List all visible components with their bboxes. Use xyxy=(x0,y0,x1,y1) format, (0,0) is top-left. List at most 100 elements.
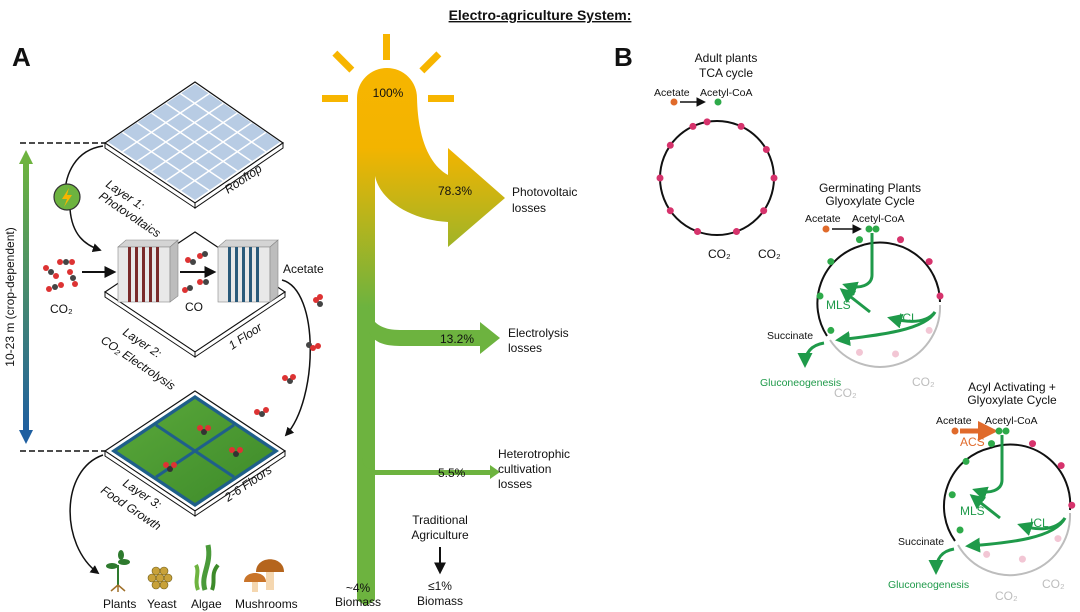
cycle2-mls: MLS xyxy=(826,298,851,312)
cycle3-icl: ICL xyxy=(1030,516,1049,530)
cycle1-title-2: TCA cycle xyxy=(699,66,753,80)
traditional-output-label: Biomass xyxy=(417,594,463,608)
metabolite-node xyxy=(762,146,770,153)
harvest-arrow xyxy=(69,454,104,575)
metabolite-node xyxy=(925,258,933,266)
biomass-arrowhead xyxy=(357,600,375,606)
output-percent: ~4% xyxy=(346,581,371,595)
metabolite-node xyxy=(1068,501,1076,509)
panel-a-label: A xyxy=(12,42,31,72)
food-growth-layer xyxy=(103,390,287,517)
metabolite-node xyxy=(1029,440,1037,448)
cycle3-succinate: Succinate xyxy=(898,536,944,548)
metabolite-node xyxy=(827,258,835,266)
metabolite-node xyxy=(816,292,824,300)
acetate-molecules-icon xyxy=(254,294,323,417)
metabolite-node xyxy=(948,491,956,499)
figure-title: Electro-agriculture System: xyxy=(449,7,632,23)
cycle2-co2-a: CO₂ xyxy=(834,386,857,400)
cycle2-title-1: Germinating Plants xyxy=(819,181,921,195)
metabolite-node xyxy=(737,122,745,130)
cycle2-acetyl-coa: Acetyl-CoA xyxy=(852,213,905,225)
solar-panel-layer xyxy=(103,81,285,209)
panel-grid-line xyxy=(180,131,267,191)
cultivation-loss-flow xyxy=(362,458,500,479)
electrolysis-loss-label-2: losses xyxy=(508,341,542,355)
cycle3-co2-a: CO₂ xyxy=(995,589,1018,603)
cycle2-icl: ICL xyxy=(899,311,918,325)
yeast-icon xyxy=(147,566,173,590)
organism-yeast: Yeast xyxy=(147,597,177,611)
cycle1-acetyl-coa: Acetyl-CoA xyxy=(700,87,753,99)
metabolite-node xyxy=(666,207,674,215)
metabolite-node xyxy=(1018,555,1026,563)
algae-icon xyxy=(194,544,220,591)
pv-loss-percent: 78.3% xyxy=(438,184,472,198)
traditional-percent: ≤1% xyxy=(428,579,452,593)
cycle3-gluconeogenesis: Gluconeogenesis xyxy=(888,579,969,591)
plant-icon xyxy=(106,550,130,592)
co-label: CO xyxy=(185,300,203,314)
electrolysis-loss-percent: 13.2% xyxy=(440,332,474,346)
co2-label: CO₂ xyxy=(50,302,73,316)
acetate-label: Acetate xyxy=(283,262,324,276)
input-percent: 100% xyxy=(373,86,404,100)
metabolite-node xyxy=(855,348,863,356)
cycle3-acetate: Acetate xyxy=(936,415,972,427)
cultivation-loss-label-1: Heterotrophic xyxy=(498,447,570,461)
metabolite-node xyxy=(983,550,991,558)
cycle3-title-1: Acyl Activating + xyxy=(968,380,1056,394)
metabolite-node xyxy=(694,228,702,236)
sankey-main-flow xyxy=(357,68,505,600)
cycle3-mls: MLS xyxy=(960,504,985,518)
organism-plants: Plants xyxy=(103,597,136,611)
cycle2-co2-b: CO₂ xyxy=(912,375,935,389)
organism-mushrooms: Mushrooms xyxy=(235,597,298,611)
traditional-label-2: Agriculture xyxy=(411,528,469,542)
mushroom-icon xyxy=(244,559,284,592)
metabolite-node xyxy=(689,122,697,130)
cultivation-loss-percent: 5.5% xyxy=(438,466,466,480)
cycle1-title-1: Adult plants xyxy=(695,51,758,65)
metabolite-node xyxy=(987,440,995,448)
pv-loss-label-2: losses xyxy=(512,201,546,215)
metabolite-node xyxy=(760,207,768,215)
cycle2-title-2: Glyoxylate Cycle xyxy=(825,194,915,208)
cycle1-co2-a: CO₂ xyxy=(708,247,731,261)
cycle1-acetate: Acetate xyxy=(654,87,690,99)
electrolysis-layer xyxy=(103,231,287,358)
cultivation-loss-label-3: losses xyxy=(498,477,532,491)
acetate-flow-arrow xyxy=(281,279,311,437)
cycle3-acetyl-coa: Acetyl-CoA xyxy=(985,415,1038,427)
panel-b-label: B xyxy=(614,42,633,72)
cycle3-acs: ACS xyxy=(960,435,985,449)
metabolite-node xyxy=(936,292,944,300)
cycle2-succinate: Succinate xyxy=(767,330,813,342)
metabolite-node xyxy=(1054,535,1062,543)
cycle1-co2-b: CO₂ xyxy=(758,247,781,261)
metabolite-node xyxy=(892,350,900,358)
metabolite-node xyxy=(703,118,711,126)
metabolite-node xyxy=(897,236,905,244)
co-molecules-icon xyxy=(182,251,209,293)
metabolite-node xyxy=(962,457,970,465)
height-arrow xyxy=(19,150,33,444)
lightning-bolt-icon xyxy=(62,188,72,207)
organism-algae: Algae xyxy=(191,597,222,611)
metabolite-node xyxy=(666,141,674,149)
metabolite-node xyxy=(925,326,933,334)
electrolysis-loss-flow xyxy=(368,300,500,354)
cultivation-loss-label-2: cultivation xyxy=(498,462,551,476)
output-label: Biomass xyxy=(335,595,381,609)
metabolite-node xyxy=(855,236,863,244)
co2-molecules-icon xyxy=(43,259,78,292)
metabolite-node xyxy=(770,174,778,182)
acyl-glyoxylate-cycle: Acyl Activating + Glyoxylate Cycle Aceta… xyxy=(888,380,1076,603)
metabolite-node xyxy=(956,526,964,534)
tca-cycle: Adult plants TCA cycle Acetate Acetyl-Co… xyxy=(654,51,781,261)
metabolite-node xyxy=(732,228,740,236)
cycle3-co2-b: CO₂ xyxy=(1042,577,1065,591)
cycle2-acetate: Acetate xyxy=(805,213,841,225)
glyoxylate-cycle: Germinating Plants Glyoxylate Cycle Acet… xyxy=(760,181,944,400)
traditional-label-1: Traditional xyxy=(412,513,468,527)
